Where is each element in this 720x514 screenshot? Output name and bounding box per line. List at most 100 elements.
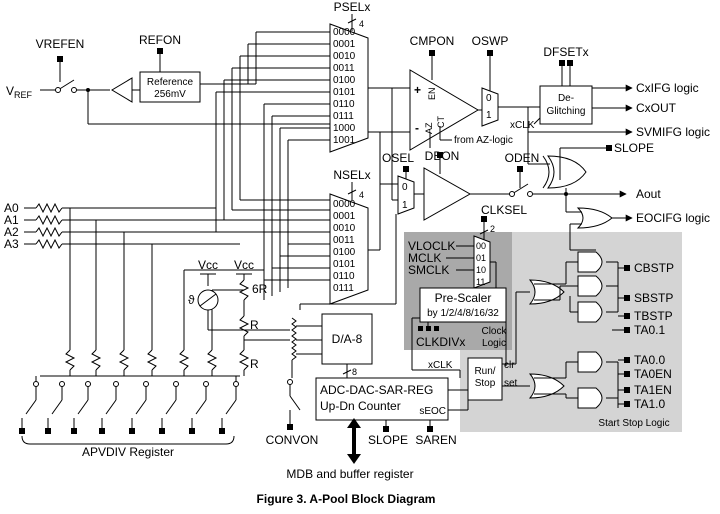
start-stop-wires: [448, 249, 630, 408]
psel-code: 0000: [333, 27, 356, 38]
oswp-mux-pin-0: 0: [486, 93, 492, 104]
comparator: [409, 69, 479, 151]
comparator-minus: -: [415, 121, 419, 135]
psel-code: 0010: [333, 51, 356, 62]
nsel-code: 0111: [333, 283, 354, 294]
xclk-label-top: xCLK: [510, 120, 535, 131]
vloclk-label: VLOCLK: [408, 239, 455, 253]
resistor-r2: [238, 349, 250, 371]
vrefen-pin: [57, 56, 63, 62]
start-stop-logic-label: Start Stop Logic: [598, 418, 669, 429]
osel-label: OSEL: [382, 151, 414, 165]
nsel-mux-input-lines: [216, 199, 330, 281]
ta1en-label: TA1EN: [634, 383, 672, 397]
cbstp-label: CBSTP: [634, 261, 674, 275]
psel-code: 0111: [333, 111, 354, 122]
psel-code: 0101: [333, 87, 356, 98]
adc-label-1: ADC-DAC-SAR-REG: [320, 383, 433, 397]
psel-code: 0011: [333, 63, 355, 74]
input-a1-label: A1: [4, 213, 19, 227]
vref-label: V: [6, 84, 14, 98]
saren-pin: [427, 426, 433, 432]
apvdiv-register-label: APVDIV Register: [82, 445, 174, 459]
prescaler-label-1: Pre-Scaler: [435, 291, 492, 305]
slope-bottom-pin: [383, 426, 389, 432]
osel-mux: [397, 175, 415, 215]
convon-switch-node: [287, 379, 293, 385]
nsel-code-list: 0000 0001 0010 0011 0100 0101 0110 0111: [333, 199, 356, 294]
runstop-label-2: Stop: [475, 378, 496, 389]
aout-output-label: Aout: [636, 187, 661, 201]
dbon-pin: [437, 152, 443, 158]
nsel-mux: [329, 193, 369, 305]
apvdiv-switch-nodes: [33, 381, 239, 387]
psel-mux: [329, 23, 369, 153]
clkdiv-pins: [418, 326, 439, 331]
ta0-1-label: TA0.1: [634, 323, 665, 337]
nselx-width: 4: [359, 190, 364, 200]
adc-dac-sar-block: [315, 377, 449, 421]
nsel-code: 0101: [333, 259, 356, 270]
oswp-mux-pin-1: 1: [486, 110, 492, 121]
mclk-label: MCLK: [408, 251, 441, 265]
vcc-label-right: Vcc: [234, 258, 254, 272]
da-input-ladder: [291, 214, 397, 378]
nsel-code: 0001: [333, 211, 356, 222]
psel-code: 1001: [333, 135, 356, 146]
reference-256mv-block: [139, 71, 201, 103]
comparator-plus: +: [414, 83, 421, 97]
aout-junction: [564, 192, 568, 196]
vrefen-label: VREFEN: [36, 37, 85, 51]
psel-code: 0001: [333, 39, 356, 50]
da8-label: D/A-8: [332, 332, 363, 346]
psel-code: 0100: [333, 75, 356, 86]
input-a0-label: A0: [4, 201, 19, 215]
mdb-label: MDB and buffer register: [286, 467, 413, 481]
clk-code: 10: [476, 265, 486, 275]
slope-output-label: SLOPE: [614, 141, 654, 155]
vref-switch-node-left: [55, 87, 61, 93]
dbon-label: DBON: [425, 149, 460, 163]
dfsetx-label: DFSETx: [543, 45, 588, 59]
seoc-label: sEOC: [419, 406, 446, 417]
prescaler-label-2: by 1/2/4/8/16/32: [427, 308, 499, 319]
oswp-pin: [487, 50, 493, 56]
osel-mux-pin-1: 1: [402, 200, 408, 211]
nsel-code: 0110: [333, 271, 355, 282]
adc-label-2: Up-Dn Counter: [320, 399, 401, 413]
comparator-ct: CT: [436, 116, 446, 128]
reference-label-1: Reference: [147, 77, 194, 88]
nsel-code: 0100: [333, 247, 356, 258]
comparator-en: EN: [427, 87, 437, 100]
nsel-code: 0011: [333, 235, 355, 246]
clksel-label: CLKSEL: [481, 203, 527, 217]
input-a2-label: A2: [4, 225, 19, 239]
dbon-buffer: [423, 167, 472, 221]
da-width-label: 8: [352, 367, 357, 377]
pselx-label: PSELx: [334, 0, 371, 14]
apvdiv-resistor-ladder: [40, 269, 264, 377]
clksel-pin-0: [481, 216, 487, 222]
resistor-6r: [238, 279, 250, 301]
apvdiv-bit-pins: [19, 428, 225, 434]
sbstp-label: SBSTP: [634, 291, 673, 305]
saren-label: SAREN: [415, 433, 456, 447]
psel-code-list: 0000 0001 0010 0011 0100 0101 0110 0111 …: [333, 27, 356, 146]
osel-mux-pin-0: 0: [402, 182, 408, 193]
refon-label: REFON: [139, 33, 181, 47]
deglitching-block: [539, 85, 593, 125]
clk-code: 00: [476, 241, 486, 251]
resistor-r1-label: R: [250, 318, 259, 332]
clk-code: 11: [476, 277, 485, 287]
eocifg-output-label: EOCIFG logic: [636, 211, 710, 225]
svmifg-output-label: SVMIFG logic: [636, 125, 710, 139]
oden-pin: [517, 166, 523, 172]
dfset-pin-1: [567, 60, 573, 66]
dfset-pin-0: [559, 60, 565, 66]
resistor-6r-label: 6R: [252, 282, 268, 296]
figure-caption: Figure 3. A-Pool Block Diagram: [257, 492, 436, 506]
comparator-az: AZ: [424, 122, 434, 134]
cxout-output-label: CxOUT: [636, 101, 677, 115]
resistor-r1: [238, 315, 250, 337]
run-stop-block: [467, 357, 503, 401]
